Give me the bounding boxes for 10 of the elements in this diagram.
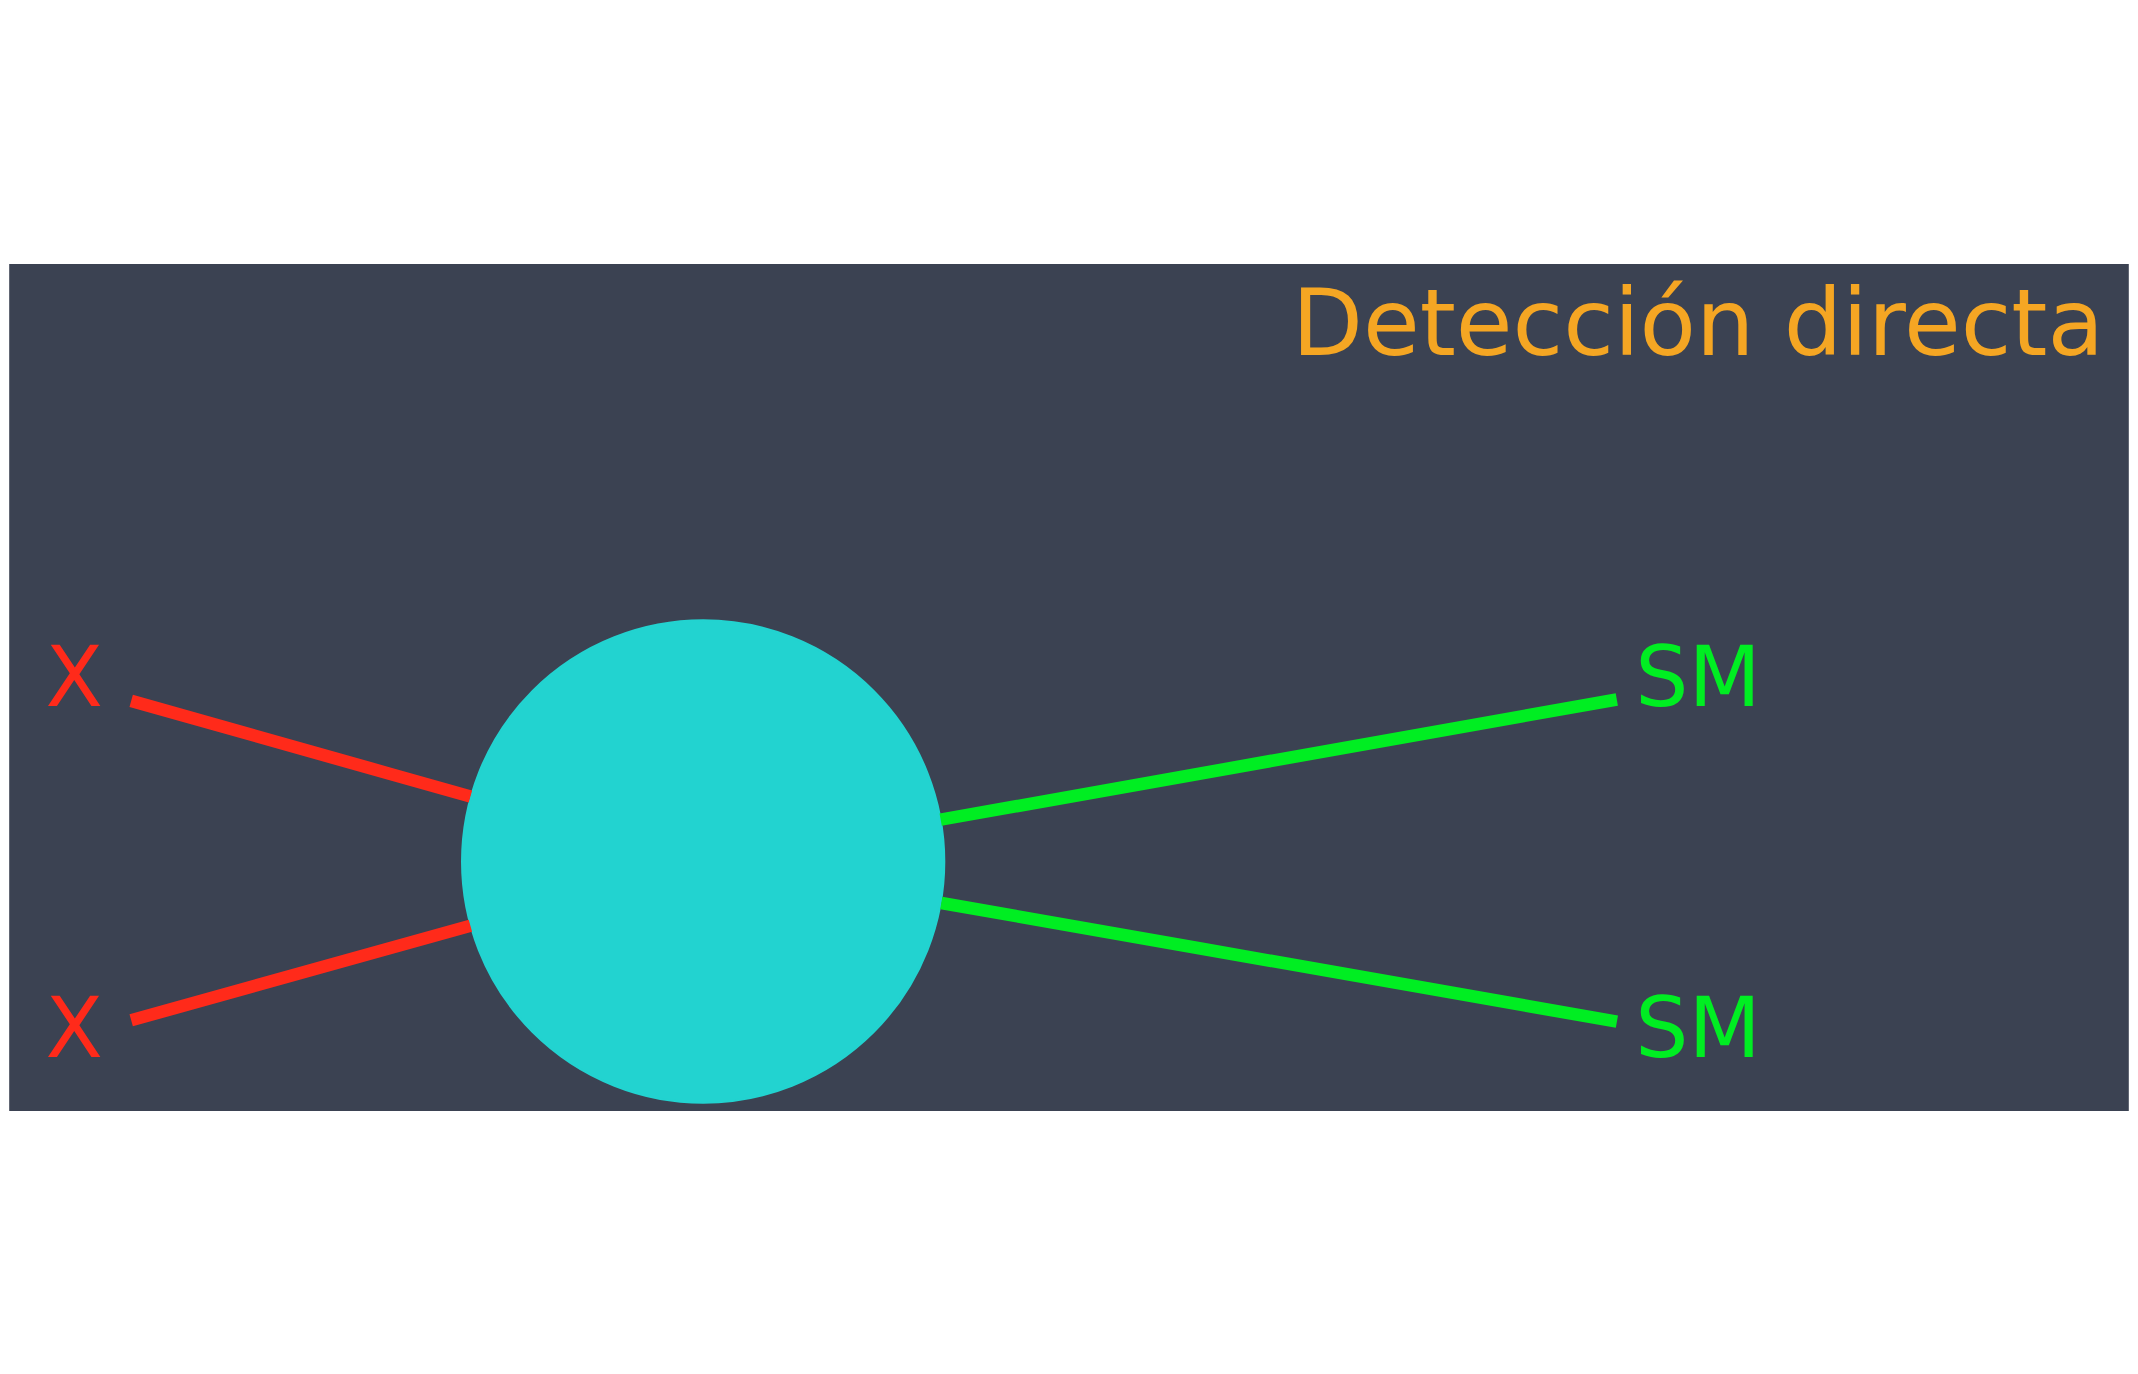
node-text: SM: [1635, 627, 1761, 726]
label: Detección directa: [1291, 268, 2105, 377]
node-text: X: [45, 627, 103, 726]
connector: [939, 692, 1618, 826]
node-circle: [461, 618, 946, 1104]
node-text: X: [45, 977, 103, 1076]
connector: [129, 694, 473, 803]
node-text: SM: [1635, 977, 1761, 1076]
connector: [940, 896, 1618, 1028]
connector: [129, 919, 473, 1026]
